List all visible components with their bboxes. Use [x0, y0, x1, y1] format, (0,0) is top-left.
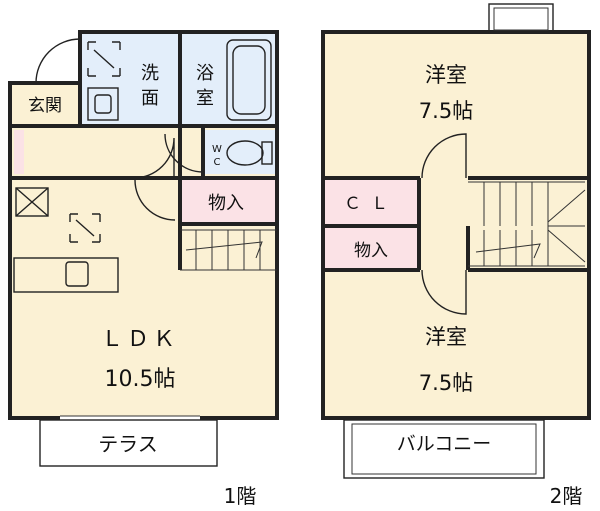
room-lower-size: 7.5帖 — [419, 371, 473, 395]
storage-floor-2 — [323, 228, 419, 270]
toilet-label-w: W — [212, 144, 222, 155]
ldk-name: ＬＤＫ — [101, 327, 179, 352]
bathroom-label-2: 室 — [196, 88, 214, 109]
terrace-outline — [39, 419, 218, 467]
storage-label-1f: 物入 — [208, 193, 244, 214]
toilet-label-c: C — [214, 157, 221, 168]
room-upper-size: 7.5帖 — [419, 99, 473, 123]
washroom-label-1: 洗 — [141, 63, 159, 84]
room-upper-floor — [323, 32, 589, 178]
room-lower-name: 洋室 — [425, 325, 467, 349]
storage-floor-1 — [180, 180, 277, 224]
genkan-label: 玄関 — [28, 96, 62, 116]
floor-2-label: 2階 — [550, 484, 583, 508]
closet-label: ＣＬ — [344, 194, 398, 214]
terrace-label: テラス — [98, 432, 158, 456]
washroom-label-2: 面 — [141, 88, 159, 109]
room-upper-name: 洋室 — [425, 63, 467, 87]
ldk-size: 10.5帖 — [105, 367, 176, 392]
balcony-outline — [343, 419, 545, 479]
genkan-floor — [10, 83, 80, 126]
floor-1: 玄関 洗 面 浴 室 W C 物入 ＬＤＫ 10.5帖 テラス 1階 — [8, 30, 279, 508]
toilet-floor — [203, 130, 277, 174]
washroom-floor — [80, 32, 180, 126]
balcony-label: バルコニー — [397, 433, 492, 455]
floor-2: 洋室 7.5帖 ＣＬ 物入 洋室 7.5帖 バルコニー 2階 — [321, 3, 591, 508]
bathroom-label-1: 浴 — [196, 63, 214, 84]
closet-floor — [323, 180, 419, 226]
room-lower-floor — [323, 270, 589, 418]
floor-1-label: 1階 — [224, 484, 257, 508]
storage-label-2f: 物入 — [354, 241, 388, 261]
pink-strip — [14, 130, 24, 174]
